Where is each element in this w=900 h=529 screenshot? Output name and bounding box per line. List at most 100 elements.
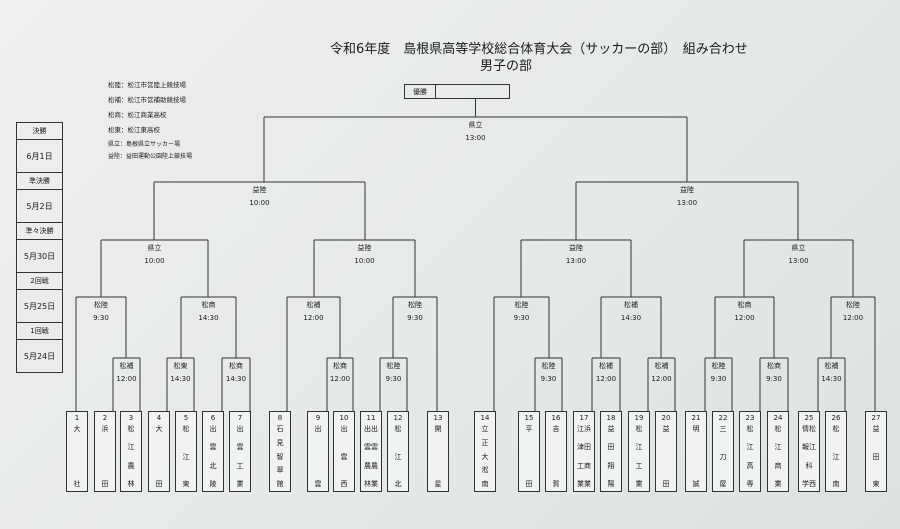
team-name-char: 業 <box>236 479 244 488</box>
team-name-char: 智 <box>276 452 284 461</box>
team-name-char: 出出 <box>364 425 378 433</box>
team-name: 松江東 <box>176 426 196 488</box>
team-name-char: 陽 <box>607 479 615 488</box>
team-name-char: 誠 <box>692 480 700 488</box>
team-name-char: 工 <box>635 461 643 470</box>
stage-name: 決勝 <box>17 123 62 140</box>
team-name-char: 星 <box>434 480 442 488</box>
match-time: 10:00 <box>354 257 375 265</box>
team-name-char: 江 <box>127 443 135 452</box>
team-name-char: 平 <box>525 425 533 433</box>
team-name-char: 浜 <box>101 425 109 433</box>
team-name-char: 益 <box>607 425 615 433</box>
match-time: 13:00 <box>465 134 486 142</box>
team-name-char: 業 <box>635 479 643 488</box>
team-name-char: 田 <box>872 452 880 461</box>
match-venue: 松補 <box>306 301 321 309</box>
match-venue: 松補 <box>824 362 839 370</box>
match-time: 12:00 <box>329 375 351 383</box>
team-number: 22 <box>718 414 728 422</box>
team-name-char: 南 <box>832 480 840 488</box>
match-venue: 松陸 <box>541 362 556 370</box>
team-name-char: 科 <box>805 461 813 470</box>
team-name-char: 雲 <box>209 443 217 452</box>
team-number: 27 <box>871 414 881 422</box>
match-venue: 松陸 <box>408 301 422 309</box>
team-name-char: 出 <box>314 425 322 433</box>
team-name: 松江高専 <box>740 426 760 488</box>
match-venue: 松陸 <box>386 362 401 370</box>
team-name-char: 西 <box>340 480 348 488</box>
team-name-char: 大 <box>481 452 489 461</box>
match-time: 9:30 <box>385 375 402 383</box>
team-number: 19 <box>634 414 644 422</box>
team-number: 26 <box>831 414 841 422</box>
page-subtitle: 男子の部 <box>480 59 533 74</box>
team-name-char: 正 <box>481 438 489 447</box>
team-name: 益田東 <box>866 426 886 488</box>
team-name-char: 工商 <box>577 461 591 470</box>
stage-name: 2回戦 <box>17 273 62 290</box>
team-name: 松江北 <box>388 426 408 488</box>
team-name-char: 出 <box>340 425 348 433</box>
team-name-char: 雲 <box>314 480 322 488</box>
team-number: 13 <box>433 414 443 422</box>
team-name-char: 大 <box>73 425 81 433</box>
match-time: 12:00 <box>303 314 324 322</box>
team-name: 石見智翠館 <box>270 426 290 488</box>
team-name: 松江農林 <box>121 426 141 488</box>
legend-item: 松商：松江商業高校 <box>108 111 167 119</box>
team-name-char: 松 <box>635 425 643 433</box>
team-name: 松江商業 <box>768 426 788 488</box>
match-time: 10:00 <box>144 257 165 265</box>
legend-item: 県立：島根県立サッカー場 <box>108 141 181 148</box>
match-time: 9:30 <box>710 375 727 383</box>
match-time: 13:00 <box>676 199 698 207</box>
match-venue: 松陸 <box>514 301 529 309</box>
match-venue: 松商 <box>737 301 752 309</box>
team-name-char: 農 <box>127 461 135 470</box>
team-name-char: 津田 <box>577 443 591 452</box>
team-name: 出雲北陵 <box>203 426 223 488</box>
team-name: 立正大淞南 <box>475 426 495 488</box>
team-name-char: 学西 <box>802 479 816 488</box>
team-number: 2 <box>102 414 108 422</box>
winner-label: 優勝 <box>405 85 436 98</box>
venue-legend: 松陸：松江市営陸上競技場松補：松江市営補助競技場松商：松江商業高校松東：松江東高… <box>108 82 192 166</box>
match-time: 13:00 <box>788 257 809 265</box>
match-venue: 松商 <box>201 301 216 309</box>
match-time: 14:30 <box>225 375 247 383</box>
team-cell: 27 益田東 <box>865 411 887 492</box>
match-venue: 益陸 <box>569 244 583 252</box>
team-name: 開星 <box>428 426 448 488</box>
team-name-char: 林業 <box>364 479 378 488</box>
team-name-char: 商 <box>774 461 782 470</box>
team-number: 23 <box>745 414 755 422</box>
team-name-char: 江浜 <box>577 425 591 433</box>
team-name-char: 淞 <box>481 466 489 475</box>
team-name-char: 江 <box>832 452 840 461</box>
team-name: 江浜津田工商業業 <box>574 426 594 488</box>
team-name: 吉賀 <box>546 426 566 488</box>
team-number: 1 <box>74 414 80 422</box>
team-name-char: 社 <box>73 480 81 488</box>
team-name: 松江工業 <box>629 426 649 488</box>
team-name-char: 雲 <box>340 452 348 461</box>
team-name: 明誠 <box>686 426 706 488</box>
match-venue: 松東 <box>173 362 188 370</box>
match-venue: 松補 <box>654 362 669 370</box>
stage-name: 準々決勝 <box>17 223 62 240</box>
team-name: 出雲 <box>308 426 328 488</box>
match-venue: 松陸 <box>94 301 108 309</box>
